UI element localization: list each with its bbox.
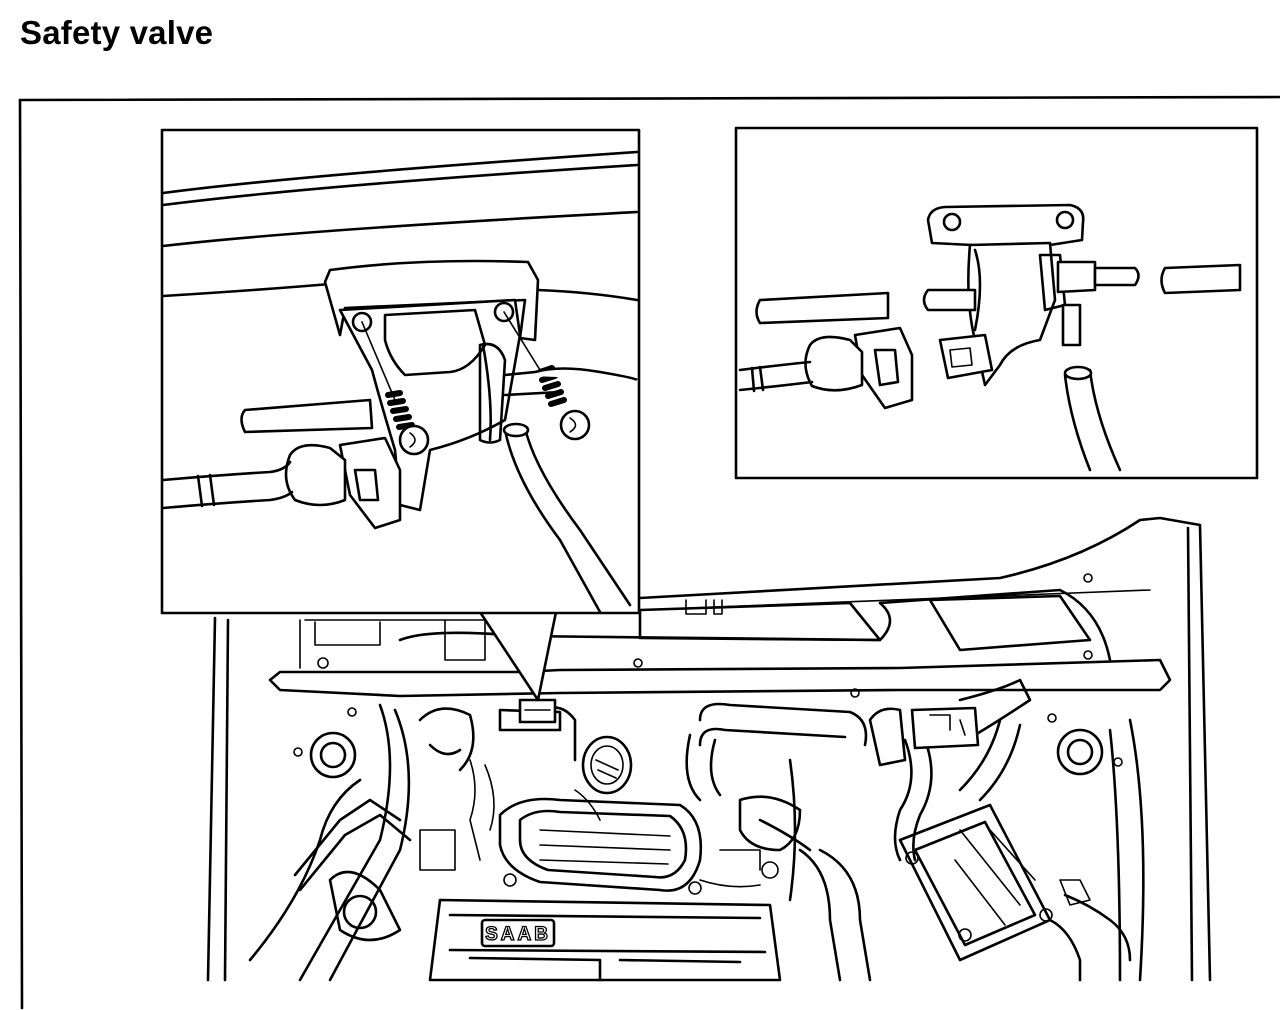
strut-tower-left (293, 731, 357, 779)
battery (898, 803, 1053, 962)
control-unit-box (910, 706, 980, 750)
figure-frame (18, 95, 1280, 1010)
screw-left (361, 321, 430, 456)
strut-tower-right (1056, 728, 1123, 776)
saab-badge: SAAB (485, 924, 551, 945)
callout-pointer (478, 610, 558, 702)
detail-inset-installed (160, 128, 641, 615)
throttle-body-area (868, 678, 1032, 862)
safety-valve-location (518, 698, 557, 724)
page-title: Safety valve (20, 14, 214, 51)
intake-plenum (428, 898, 782, 982)
valve-cover (498, 797, 703, 895)
oil-filler-cap (581, 735, 633, 795)
charge-air-hose (685, 702, 872, 982)
detail-inset-exploded (734, 126, 1259, 480)
engine-bay: SAAB (206, 516, 1212, 982)
